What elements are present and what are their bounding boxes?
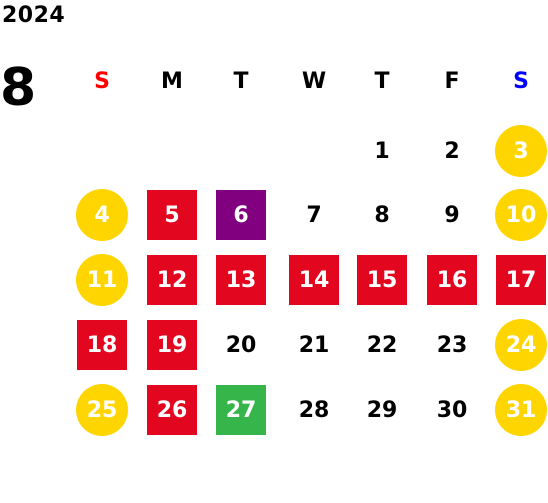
day-cell[interactable]: 2 xyxy=(444,138,460,164)
day-cell[interactable]: 27 xyxy=(216,385,266,435)
day-cell[interactable]: 9 xyxy=(444,202,460,228)
day-cell[interactable]: 31 xyxy=(495,384,547,436)
day-cell[interactable]: 24 xyxy=(495,319,547,371)
day-cell[interactable]: 18 xyxy=(77,320,127,370)
day-cell[interactable]: 23 xyxy=(436,332,468,358)
day-cell[interactable]: 19 xyxy=(147,320,197,370)
day-cell[interactable]: 3 xyxy=(495,125,547,177)
day-cell[interactable]: 7 xyxy=(306,202,322,228)
weekday-label: S xyxy=(513,69,529,94)
day-cell[interactable]: 8 xyxy=(374,202,390,228)
day-cell[interactable]: 30 xyxy=(436,397,468,423)
day-cell[interactable]: 26 xyxy=(147,385,197,435)
day-cell[interactable]: 5 xyxy=(147,190,197,240)
day-cell[interactable]: 15 xyxy=(357,255,407,305)
weekday-label: T xyxy=(233,69,249,94)
day-cell[interactable]: 21 xyxy=(298,332,330,358)
calendar-month: 8 xyxy=(0,58,37,118)
day-cell[interactable]: 1 xyxy=(374,138,390,164)
calendar-year: 2024 xyxy=(2,3,66,28)
day-cell[interactable]: 6 xyxy=(216,190,266,240)
weekday-label: W xyxy=(301,69,327,94)
day-cell[interactable]: 20 xyxy=(225,332,257,358)
day-cell[interactable]: 16 xyxy=(427,255,477,305)
day-cell[interactable]: 25 xyxy=(76,384,128,436)
day-cell[interactable]: 4 xyxy=(76,189,128,241)
day-cell[interactable]: 28 xyxy=(298,397,330,423)
day-cell[interactable]: 11 xyxy=(76,254,128,306)
day-cell[interactable]: 17 xyxy=(496,255,546,305)
day-cell[interactable]: 29 xyxy=(366,397,398,423)
weekday-label: F xyxy=(444,69,460,94)
day-cell[interactable]: 14 xyxy=(289,255,339,305)
weekday-label: S xyxy=(94,69,110,94)
day-cell[interactable]: 10 xyxy=(495,189,547,241)
weekday-label: T xyxy=(374,69,390,94)
weekday-label: M xyxy=(161,69,183,94)
day-cell[interactable]: 12 xyxy=(147,255,197,305)
day-cell[interactable]: 13 xyxy=(216,255,266,305)
day-cell[interactable]: 22 xyxy=(366,332,398,358)
